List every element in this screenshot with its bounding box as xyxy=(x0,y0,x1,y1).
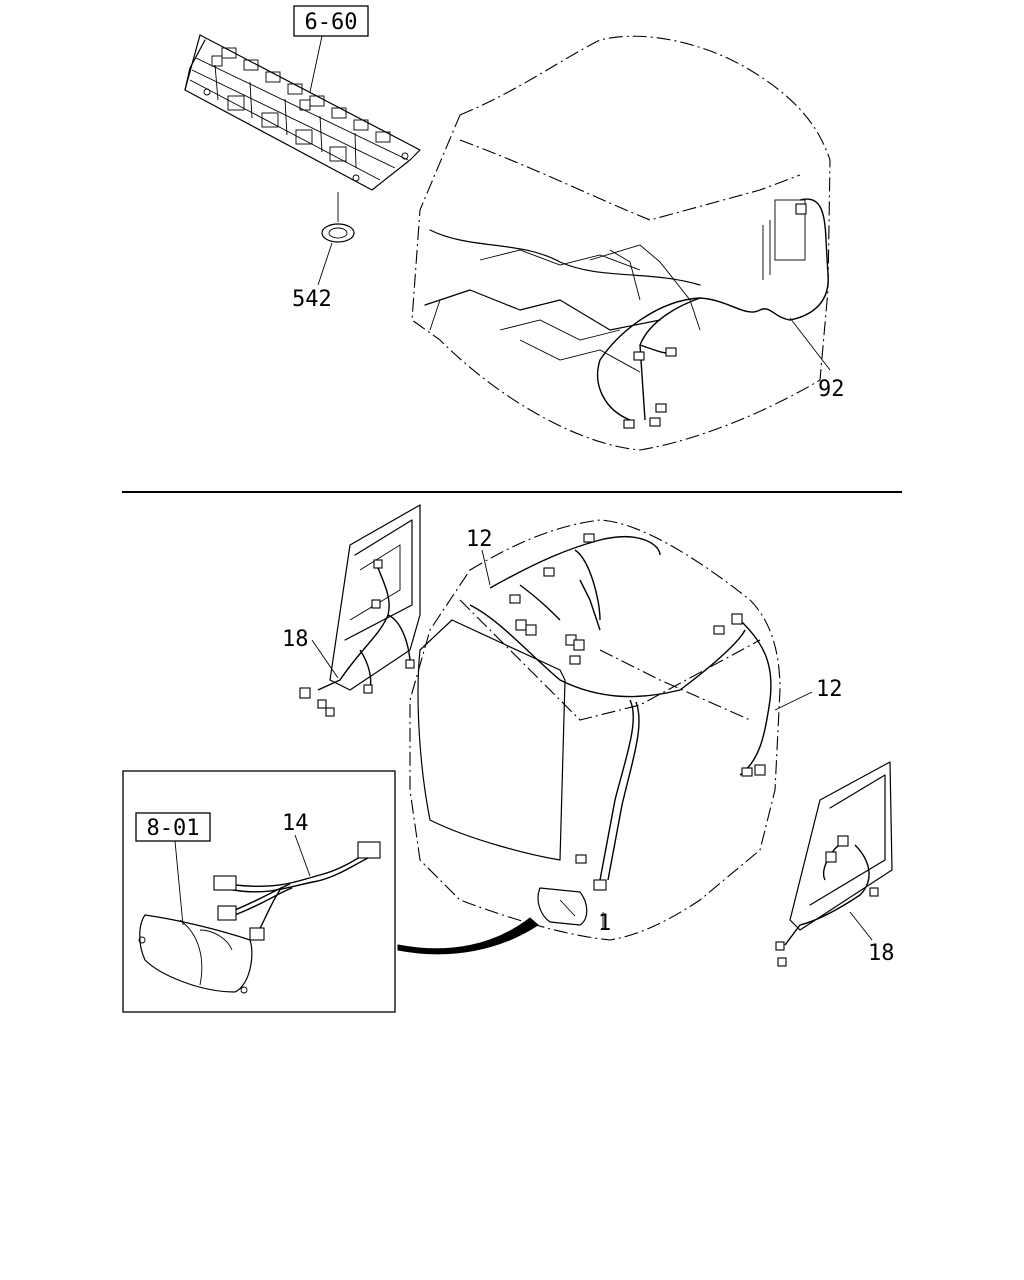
callout-18-right: 18 xyxy=(868,941,895,966)
cab-interior xyxy=(411,35,831,451)
harness-12 xyxy=(469,533,772,891)
headlamp-large xyxy=(138,914,253,994)
door-left xyxy=(299,504,421,717)
harness-92 xyxy=(596,198,829,429)
ref-box-8-01 xyxy=(135,812,211,842)
leader-8-01 xyxy=(174,840,184,926)
leader-14 xyxy=(294,834,311,877)
headlamp-small xyxy=(537,887,604,930)
ref-box-6-60 xyxy=(293,5,369,37)
callout-92: 92 xyxy=(818,377,845,402)
callout-14: 14 xyxy=(282,811,309,836)
callout-1: 1 xyxy=(598,911,611,936)
callout-12-right: 12 xyxy=(816,677,843,702)
leader-12-left xyxy=(481,549,491,586)
harness-14 xyxy=(213,841,381,941)
callout-12-left: 12 xyxy=(466,527,493,552)
door-right xyxy=(775,761,893,967)
leader-18-left xyxy=(311,639,339,679)
leader-18-right xyxy=(849,911,873,941)
grommet xyxy=(321,192,355,243)
leader-6-60 xyxy=(309,35,323,93)
callout-542: 542 xyxy=(292,287,332,312)
leader-542 xyxy=(317,242,333,286)
ref-label-6-60: 6-60 xyxy=(305,10,358,35)
cab-exterior xyxy=(409,519,781,941)
callout-18-left: 18 xyxy=(282,627,309,652)
inset-pointer-arrow xyxy=(397,917,539,955)
inset-frame xyxy=(122,770,396,1013)
ref-label-8-01: 8-01 xyxy=(147,816,200,841)
leader-12-right xyxy=(774,691,813,711)
leader-92 xyxy=(789,317,831,371)
grille-panel xyxy=(184,34,421,191)
